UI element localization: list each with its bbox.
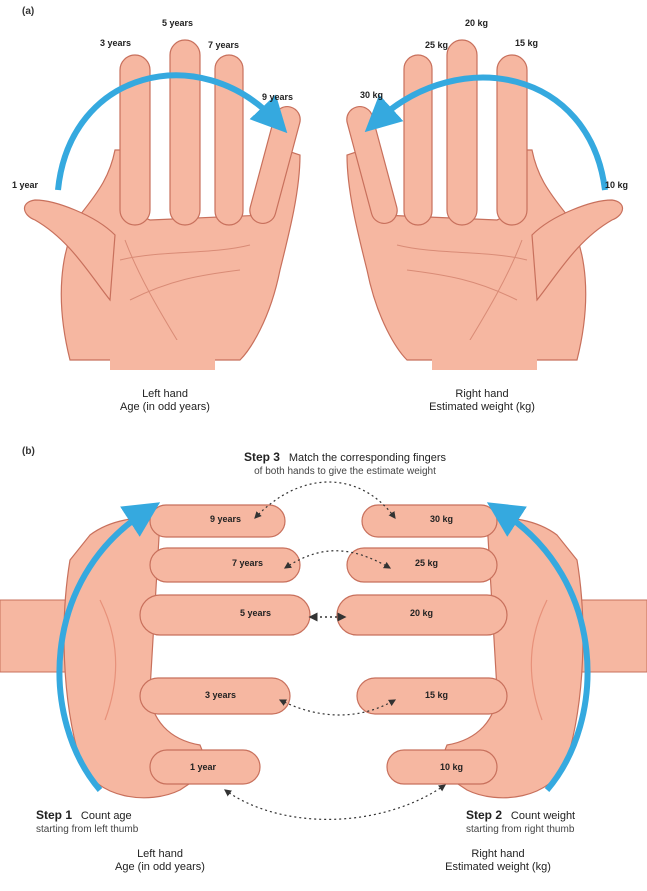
connector-1-10 [225,785,445,819]
left-a-finger-label-1: 1 year [12,180,38,190]
left-a-finger-label-5: 5 years [162,18,193,28]
right-middle-finger [447,40,477,225]
right-b-label-20: 20 kg [410,608,433,618]
step1-sub: starting from left thumb [36,824,138,836]
step3-line2: of both hands to give the estimate weigh… [180,466,510,478]
right-b-label-25: 25 kg [415,558,438,568]
left-a-finger-label-3: 3 years [100,38,131,48]
left-hand-a-caption-title: Left hand [105,388,225,401]
right-hand-a-caption: Right hand Estimated weight (kg) [412,388,552,413]
left-b-label-7: 7 years [232,558,263,568]
left-hand-palm-a [24,40,303,370]
step1-block: Step 1 Count age starting from left thum… [36,806,138,836]
right-b-label-30: 30 kg [430,514,453,524]
step1-title: Step 1 [36,808,72,822]
right-a-finger-label-15: 15 kg [515,38,538,48]
right-b-label-15: 15 kg [425,690,448,700]
right-hand-a-caption-title: Right hand [412,388,552,401]
left-b-label-3: 3 years [205,690,236,700]
step2-text: Count weight [511,810,575,822]
left-b-label-5: 5 years [240,608,271,618]
step3-line1: Match the corresponding fingers [289,452,446,464]
left-finger-b-3 [140,595,310,635]
right-a-finger-label-20: 20 kg [465,18,488,28]
right-hand-b-caption: Right hand Estimated weight (kg) [428,848,568,873]
right-hand-a-caption-sub: Estimated weight (kg) [412,401,552,414]
step2-title: Step 2 [466,808,502,822]
right-a-finger-label-25: 25 kg [425,40,448,50]
left-hand-b-caption: Left hand Age (in odd years) [100,848,220,873]
step2-block: Step 2 Count weight starting from right … [466,806,575,836]
step1-text: Count age [81,810,132,822]
left-finger-b-2 [150,548,300,582]
left-b-label-9: 9 years [210,514,241,524]
panel-b-label: (b) [22,446,35,458]
step2-sub: starting from right thumb [466,824,575,836]
left-a-finger-label-7: 7 years [208,40,239,50]
right-hand-b-caption-title: Right hand [428,848,568,861]
right-ring-finger [404,55,432,225]
right-b-label-10: 10 kg [440,762,463,772]
right-a-finger-label-10: 10 kg [605,180,628,190]
left-hand-a-caption: Left hand Age (in odd years) [105,388,225,413]
right-hand-b-caption-sub: Estimated weight (kg) [428,861,568,874]
left-hand-a-caption-sub: Age (in odd years) [105,401,225,414]
left-middle-finger [170,40,200,225]
step3-title: Step 3 [244,450,280,464]
left-a-finger-label-9: 9 years [262,92,293,102]
step3-block: Step 3 Match the corresponding fingers o… [180,448,510,478]
right-hand-palm-a [344,40,623,370]
right-a-finger-label-30: 30 kg [360,90,383,100]
left-b-label-1: 1 year [190,762,216,772]
left-hand-b-caption-title: Left hand [100,848,220,861]
panel-a-label: (a) [22,6,34,18]
left-hand-b-caption-sub: Age (in odd years) [100,861,220,874]
